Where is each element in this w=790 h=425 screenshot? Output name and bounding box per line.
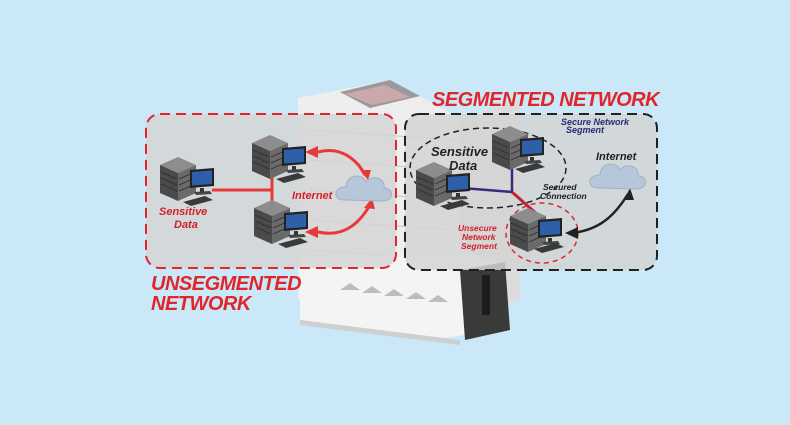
- unsegmented-title-line1: UNSEGMENTED: [151, 273, 302, 295]
- secured-connection-label-line1: Secured: [543, 182, 577, 192]
- segmented-panel: [404, 113, 658, 271]
- unsegmented-title-line2: NETWORK: [151, 293, 251, 315]
- segmented-sensitive-label-line2: Data: [449, 158, 478, 173]
- secure-segment-boundary: [409, 127, 567, 209]
- secure-segment-label-line1: Secure Network: [561, 117, 630, 127]
- unsecure-segment-label-line3: Segment: [461, 241, 497, 251]
- segmented-internet-label: Internet: [596, 151, 637, 163]
- unsegmented-sensitive-label-line1: Sensitive: [159, 206, 208, 218]
- segmented-sensitive-label-line1: Sensitive: [431, 144, 489, 159]
- unsecure-segment-label-line1: Unsecure: [458, 223, 497, 233]
- secured-connection-label-line2: Connection: [540, 191, 587, 201]
- secure-segment-label-line2: Segment: [566, 125, 605, 135]
- unsegmented-internet-label: Internet: [292, 190, 333, 202]
- segmented-network-title: SEGMENTED NETWORK: [432, 89, 660, 111]
- unsegmented-sensitive-label-line2: Data: [174, 219, 198, 231]
- unsecure-segment-label-line2: Network: [462, 232, 496, 242]
